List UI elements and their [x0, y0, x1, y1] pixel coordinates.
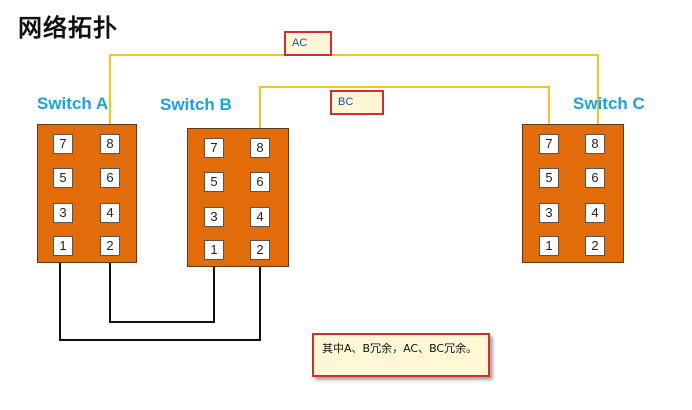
switch-c-port: 3 [539, 203, 559, 223]
switch-b-port: 4 [250, 207, 270, 227]
switch-a-port: 4 [100, 203, 120, 223]
switch-c-port: 4 [585, 203, 605, 223]
switch-c-port: 1 [539, 236, 559, 256]
switch-b-port: 3 [204, 207, 224, 227]
switch-a-port: 7 [53, 134, 73, 154]
switch-c-port: 5 [539, 168, 559, 188]
switch-c-label: Switch C [573, 94, 645, 113]
switch-c: 7 8 5 6 3 4 1 2 [522, 124, 624, 263]
switch-c-port: 2 [585, 236, 605, 256]
redundancy-note: 其中A、B冗余，AC、BC冗余。 [312, 333, 490, 377]
switch-b-label: Switch B [160, 95, 232, 114]
switch-b-port: 5 [204, 172, 224, 192]
switch-b-port: 7 [204, 138, 224, 158]
switch-a: 7 8 5 6 3 4 1 2 [37, 124, 137, 263]
switch-a-port: 2 [100, 236, 120, 256]
link-tag-ac: AC [284, 31, 332, 56]
switch-b-port: 6 [250, 172, 270, 192]
switch-a-port: 6 [100, 168, 120, 188]
switch-c-port: 7 [539, 134, 559, 154]
switch-c-port: 6 [585, 168, 605, 188]
switch-a-port: 1 [53, 236, 73, 256]
link-tag-bc: BC [330, 90, 384, 115]
switch-c-port: 8 [585, 134, 605, 154]
link-bc-line [259, 86, 550, 128]
switch-a-port: 5 [53, 168, 73, 188]
switch-b-port: 1 [204, 240, 224, 260]
link-a1-b2-line [59, 257, 261, 341]
switch-b-port: 8 [250, 138, 270, 158]
switch-a-port: 8 [100, 134, 120, 154]
switch-b-port: 2 [250, 240, 270, 260]
switch-b: 7 8 5 6 3 4 1 2 [187, 128, 289, 267]
link-a2-b1-line [109, 257, 215, 323]
switch-a-label: Switch A [37, 94, 109, 113]
switch-a-port: 3 [53, 203, 73, 223]
page-title: 网络拓扑 [18, 14, 118, 42]
link-ac-line [109, 54, 599, 124]
